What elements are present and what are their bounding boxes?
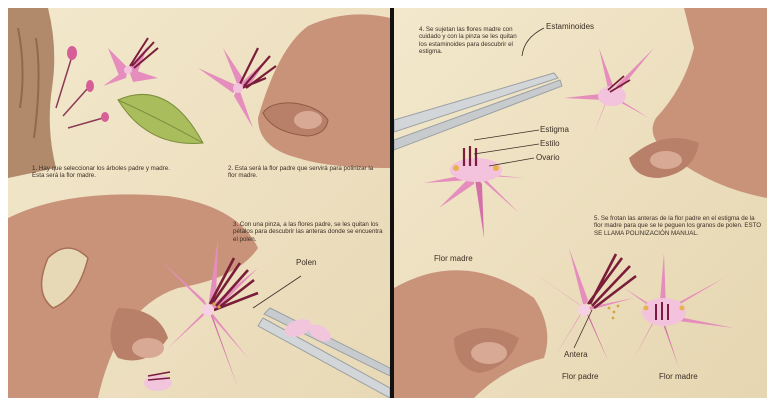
antera-label: Antera (564, 350, 588, 359)
ovario-label: Ovario (536, 153, 560, 162)
step-3-text: 3. Con una pinza, a las flores padre, se… (233, 221, 383, 243)
estilo-label: Estilo (540, 139, 560, 148)
estigma-label: Estigma (540, 125, 569, 134)
right-panel: 4. Se sujetan las flores madre con cuida… (394, 8, 767, 398)
left-panel: 1. Hay que seleccionar los árboles padre… (8, 8, 390, 398)
right-illustration (394, 8, 767, 398)
flor-padre-label: Flor padre (562, 372, 598, 381)
tree-trunk (8, 8, 56, 178)
polen-label: Polen (296, 258, 316, 267)
left-illustration (8, 8, 390, 398)
estaminoides-label: Estaminoides (546, 22, 594, 31)
flor-madre-left-label: Flor madre (434, 254, 473, 263)
step-2-text: 2. Esta será la flor padre que servirá p… (228, 165, 378, 180)
step-4-text: 4. Se sujetan las flores madre con cuida… (419, 26, 524, 56)
step-1-text: 1. Hay que seleccionar los árboles padre… (32, 165, 182, 180)
step-5-text: 5. Se frotan las anteras de la flor padr… (594, 215, 764, 237)
panel-divider (390, 8, 394, 398)
flor-madre-right-label: Flor madre (659, 372, 698, 381)
